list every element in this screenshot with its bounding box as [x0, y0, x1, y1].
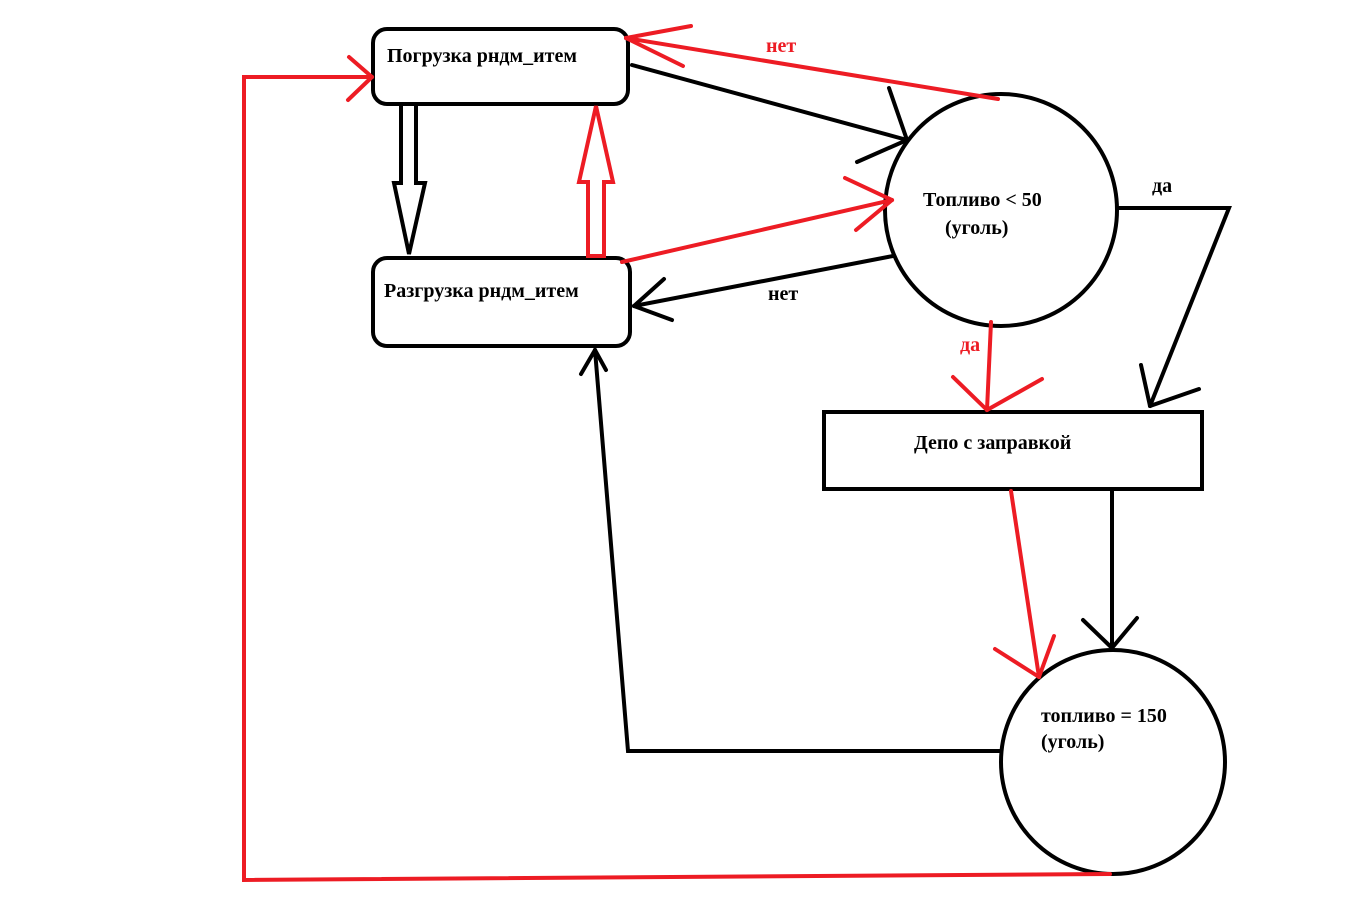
- depot-label: Депо с заправкой: [914, 432, 1071, 454]
- fuel-set-label-2: (уголь): [1041, 731, 1104, 753]
- node-unloading-label: Разгрузка рндм_итем: [384, 280, 579, 302]
- arrow-fuel-check-to-depot-black: [1117, 206, 1232, 408]
- arrow-unloading-to-fuel-check: [620, 176, 894, 264]
- arrow-fuel-set-to-loading: [242, 55, 1112, 883]
- node-loading: Погрузка рндм_итем: [371, 27, 630, 106]
- label-no-top: нет: [766, 35, 796, 57]
- node-depot: Депо с заправкой: [822, 410, 1204, 491]
- label-yes-bottom: да: [960, 334, 980, 356]
- fuel-check-label-2: (уголь): [945, 217, 1008, 239]
- arrow-loading-to-unloading: [391, 104, 428, 255]
- node-fuel-check: Топливо < 50 (уголь): [883, 92, 1119, 328]
- label-yes-right: да: [1152, 175, 1172, 197]
- arrow-loading-to-fuel-check: [630, 63, 909, 164]
- fuel-check-label-1: Топливо < 50: [923, 189, 1042, 211]
- arrow-fuel-check-to-depot-red: [951, 320, 1044, 412]
- arrow-fuel-set-to-unloading: [579, 348, 1003, 753]
- arrow-depot-to-fuel-set-black: [1081, 489, 1139, 650]
- arrow-fuel-check-to-unloading: [632, 254, 895, 322]
- arrow-unloading-to-loading: [576, 105, 616, 258]
- label-no-middle: нет: [768, 283, 798, 305]
- fuel-set-label-1: топливо = 150: [1041, 705, 1167, 727]
- arrow-fuel-check-to-loading: [624, 24, 1000, 101]
- node-fuel-set: топливо = 150 (уголь): [999, 648, 1227, 876]
- node-loading-label: Погрузка рндм_итем: [387, 45, 577, 67]
- arrow-depot-to-fuel-set-red: [993, 489, 1056, 679]
- node-unloading: Разгрузка рндм_итем: [371, 256, 632, 348]
